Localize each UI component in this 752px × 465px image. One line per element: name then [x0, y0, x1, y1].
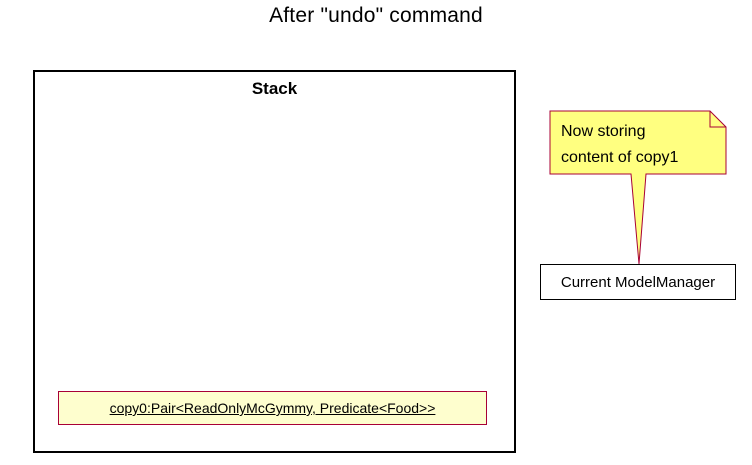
current-model-manager-label: Current ModelManager — [560, 273, 716, 291]
note-line-2: content of copy1 — [561, 149, 679, 166]
copy0-object: copy0:Pair<ReadOnlyMcGymmy, Predicate<Fo… — [58, 391, 487, 425]
copy0-object-label: copy0:Pair<ReadOnlyMcGymmy, Predicate<Fo… — [109, 400, 436, 416]
note-text: Now storing content of copy1 — [561, 119, 678, 171]
diagram-title: After "undo" command — [269, 4, 483, 27]
note-fold — [709, 111, 726, 128]
note-line-1: Now storing — [561, 123, 646, 140]
stack-frame: Stack copy0:Pair<ReadOnlyMcGymmy, Predic… — [33, 70, 516, 453]
current-model-manager: Current ModelManager — [540, 264, 736, 300]
stack-title: Stack — [251, 79, 298, 98]
